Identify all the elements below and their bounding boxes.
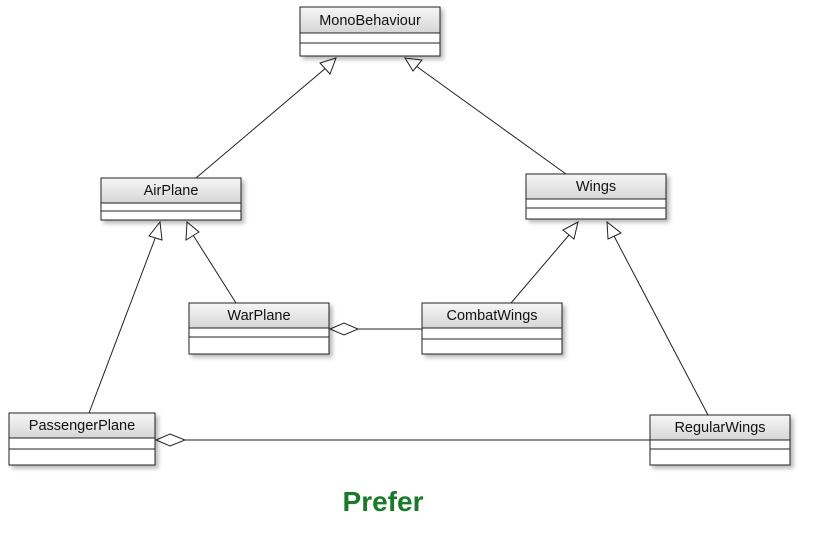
class-name-passengerplane: PassengerPlane [29,418,135,434]
generalization-arrowhead-airplane-monobehaviour [319,57,337,75]
class-name-warplane: WarPlane [227,308,290,324]
class-monobehaviour[interactable] [299,6,441,57]
generalization-arrowhead-warplane-airplane [185,220,200,241]
class-wings[interactable] [525,173,667,220]
generalization-arrowhead-regularwings-wings [606,220,622,240]
class-name-wings: Wings [576,179,616,195]
class-airplane[interactable] [100,177,242,221]
diagram-caption: Prefer [342,486,424,517]
class-passengerplane[interactable] [8,412,156,466]
generalization-warplane-airplane [192,234,237,304]
generalization-passengerplane-airplane [88,235,157,414]
relationship-lines [88,57,709,447]
class-name-combatwings: CombatWings [446,308,537,324]
generalization-wings-monobehaviour [415,65,567,175]
aggregation-diamond-warplane [328,322,360,336]
class-name-monobehaviour: MonoBehaviour [319,13,421,29]
generalization-airplane-monobehaviour [195,66,328,179]
class-warplane[interactable] [188,302,330,355]
class-combatwings[interactable] [421,302,563,355]
generalization-arrowhead-wings-monobehaviour [404,57,423,72]
generalization-arrowhead-combatwings-wings [562,221,579,240]
class-regularwings[interactable] [649,414,791,466]
generalization-regularwings-wings [613,235,709,416]
generalization-arrowhead-passengerplane-airplane [148,220,163,241]
aggregation-diamond-passengerplane [154,433,187,447]
class-name-regularwings: RegularWings [674,420,765,436]
class-name-airplane: AirPlane [144,183,199,199]
generalization-combatwings-wings [510,234,570,304]
